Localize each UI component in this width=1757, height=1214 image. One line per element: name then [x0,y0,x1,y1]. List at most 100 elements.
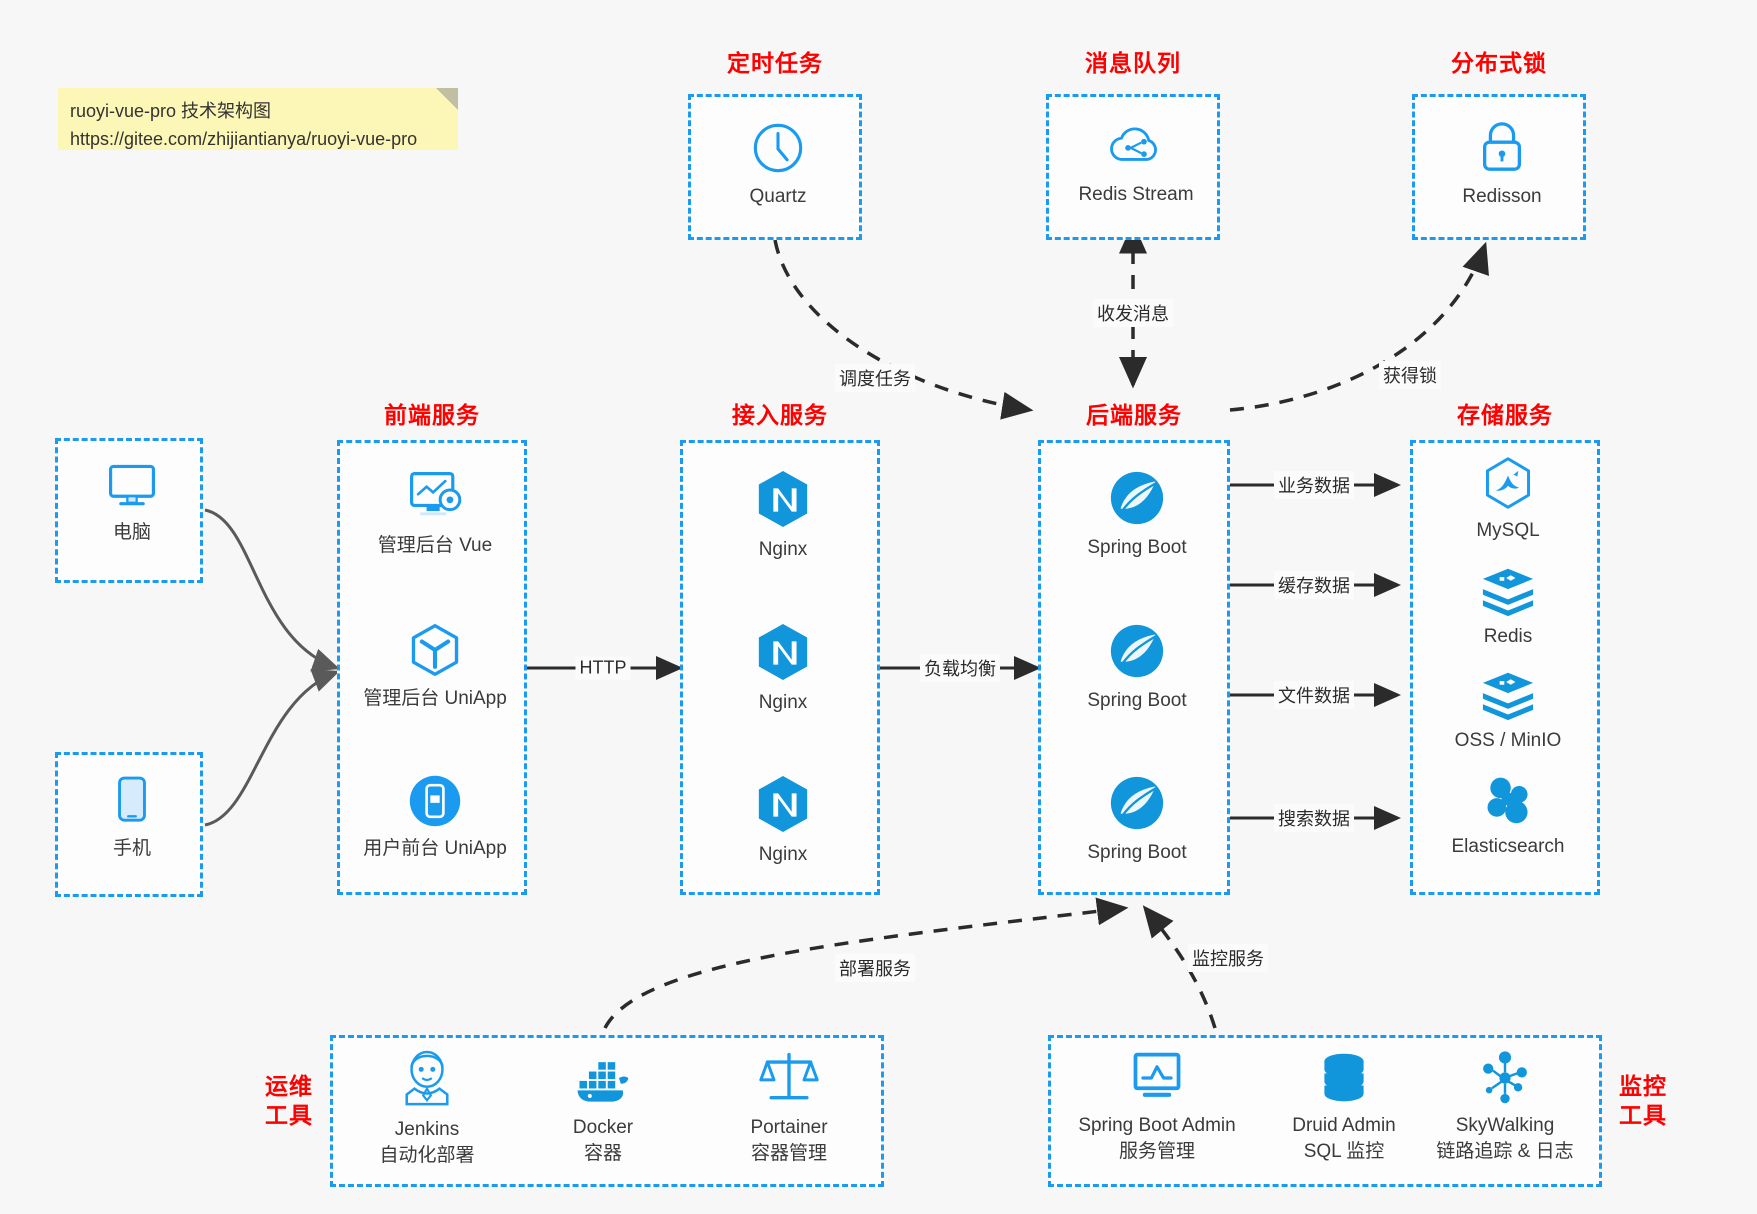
note-line-url: https://gitee.com/zhijiantianya/ruoyi-vu… [70,128,418,149]
group-box-monitoring[interactable]: Spring Boot Admin 服务管理 Druid Admin SQL 监… [1048,1035,1602,1187]
node-label: Nginx [758,844,808,865]
redis-icon [1482,568,1534,617]
cube-icon [411,623,459,677]
diagram-note: ruoyi-vue-pro 技术架构图 https://gitee.com/zh… [58,88,458,150]
node-sublabel: SQL 监控 [1303,1140,1385,1162]
group-title-scheduler: 定时任务 [727,50,823,76]
node-nginx-1[interactable]: Nginx [683,468,883,563]
node-label: MySQL [1476,520,1540,541]
node-label: Nginx [758,692,808,713]
group-box-scheduler[interactable]: Quartz [688,94,862,240]
node-label: Quartz [749,186,807,207]
node-jenkins[interactable]: Jenkins 自动化部署 [347,1048,507,1168]
node-sublabel: 服务管理 [1118,1140,1195,1162]
monitor-chart-icon [1133,1052,1181,1097]
group-box-backend[interactable]: Spring Boot Spring Boot Spring Boot [1038,440,1230,895]
group-title-devops-line1: 运维 [265,1073,313,1099]
node-label: Jenkins [394,1119,460,1140]
node-desktop[interactable]: 电脑 [58,459,206,546]
node-admin-uniapp[interactable]: 管理后台 UniApp [340,621,530,712]
elasticsearch-icon [1487,777,1528,824]
oss-icon [1482,672,1534,721]
mysql-icon [1485,457,1531,509]
group-title-monitoring-line1: 监控 [1619,1073,1667,1099]
node-elasticsearch[interactable]: Elasticsearch [1413,773,1603,860]
node-label: Druid Admin [1292,1115,1396,1136]
database-icon [1324,1053,1364,1102]
node-label: Spring Boot [1087,537,1187,558]
node-quartz[interactable]: Quartz [691,119,865,210]
group-box-message-queue[interactable]: Redis Stream [1046,94,1220,240]
edge-label-deploy-service: 部署服务 [835,954,915,982]
edge-label-load-balance: 负载均衡 [920,654,1000,682]
group-box-devops[interactable]: Jenkins 自动化部署 Docker 容器 [330,1035,884,1187]
node-skywalking[interactable]: SkyWalking 链路追踪 & 日志 [1407,1050,1603,1164]
docker-icon [577,1062,629,1102]
node-mysql[interactable]: MySQL [1413,455,1603,544]
node-spring-boot-admin[interactable]: Spring Boot Admin 服务管理 [1057,1050,1257,1164]
spring-boot-icon [1110,624,1164,678]
node-sublabel: 自动化部署 [379,1144,475,1166]
node-label: Docker [572,1117,634,1138]
mobile-icon [118,776,146,822]
nginx-icon [758,470,808,528]
nginx-icon [758,775,808,833]
node-spring-boot-1[interactable]: Spring Boot [1041,468,1233,561]
skywalking-icon [1483,1051,1527,1104]
group-title-backend: 后端服务 [1086,402,1182,428]
node-redisson[interactable]: Redisson [1415,117,1589,210]
node-label: 手机 [112,838,151,859]
spring-boot-icon [1110,776,1164,830]
node-label: 用户前台 UniApp [363,838,507,859]
group-title-storage: 存储服务 [1457,402,1553,428]
clock-icon [753,123,803,173]
phone-app-icon [409,775,461,827]
group-title-monitoring: 监控 工具 [1612,1072,1674,1130]
group-box-distributed-lock[interactable]: Redisson [1412,94,1586,240]
nginx-icon [758,623,808,681]
node-oss-minio[interactable]: OSS / MinIO [1413,669,1603,754]
group-title-message-queue: 消息队列 [1085,50,1181,76]
edge-label-monitor-service: 监控服务 [1188,944,1268,972]
edge-label-schedule-task: 调度任务 [835,364,915,392]
node-label: 电脑 [112,522,151,543]
group-box-gateway[interactable]: Nginx Nginx Nginx [680,440,880,895]
group-title-devops-line2: 工具 [265,1101,313,1128]
edge-label-cache-data: 缓存数据 [1274,571,1354,599]
desktop-icon [109,464,155,506]
node-label: Spring Boot [1087,690,1187,711]
node-sublabel: 容器管理 [750,1142,827,1164]
node-spring-boot-3[interactable]: Spring Boot [1041,773,1233,866]
spring-boot-icon [1110,471,1164,525]
node-druid-admin[interactable]: Druid Admin SQL 监控 [1259,1050,1429,1164]
node-nginx-3[interactable]: Nginx [683,773,883,868]
node-user-uniapp[interactable]: 用户前台 UniApp [340,773,530,862]
node-docker[interactable]: Docker 容器 [523,1052,683,1166]
dashboard-icon [410,472,462,516]
group-title-monitoring-line2: 工具 [1619,1101,1667,1128]
node-label: Redisson [1462,186,1542,207]
node-admin-vue[interactable]: 管理后台 Vue [340,468,530,559]
edge-label-acquire-lock: 获得锁 [1379,361,1441,389]
node-redis[interactable]: Redis [1413,565,1603,650]
edge-label-send-receive-message: 收发消息 [1093,299,1173,327]
node-portainer[interactable]: Portainer 容器管理 [705,1048,873,1166]
node-redis-stream[interactable]: Redis Stream [1049,119,1223,208]
node-sublabel: 容器 [583,1142,622,1164]
node-label: Nginx [758,539,808,560]
node-label: Elasticsearch [1451,836,1565,857]
edge-label-search-data: 搜索数据 [1274,804,1354,832]
node-label: SkyWalking [1455,1115,1555,1136]
group-title-gateway: 接入服务 [732,402,828,428]
node-nginx-2[interactable]: Nginx [683,621,883,716]
edge-label-file-data: 文件数据 [1274,681,1354,709]
node-label: Spring Boot Admin [1078,1115,1236,1136]
scale-icon [759,1052,819,1100]
group-box-frontend[interactable]: 管理后台 Vue 管理后台 UniApp 用户前台 UniApp [337,440,527,895]
group-box-client-mobile[interactable]: 手机 [55,752,203,897]
edge-label-http: HTTP [575,656,631,680]
node-mobile[interactable]: 手机 [58,773,206,862]
group-box-storage[interactable]: MySQL Redis OSS / MinIO [1410,440,1600,895]
node-spring-boot-2[interactable]: Spring Boot [1041,621,1233,714]
group-box-client-desktop[interactable]: 电脑 [55,438,203,583]
